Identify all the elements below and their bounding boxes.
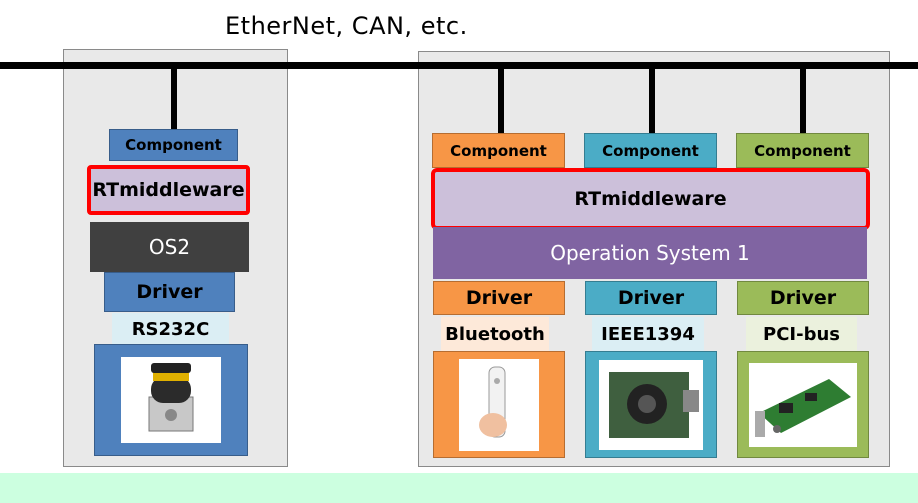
- left-driver-box: Driver: [104, 272, 235, 312]
- footer-band: [0, 473, 918, 503]
- right-driver-box-2: Driver: [585, 281, 717, 315]
- left-device-box: [94, 344, 248, 456]
- left-os-label: OS2: [148, 235, 191, 259]
- left-middleware-box: RTmiddleware: [87, 165, 250, 215]
- right-device-box-1: [433, 351, 565, 458]
- right-device-box-3: [737, 351, 869, 458]
- right-driver-label-2: Driver: [617, 287, 685, 309]
- right-os-label: Operation System 1: [550, 241, 750, 265]
- left-middleware-label: RTmiddleware: [92, 179, 245, 201]
- network-label: EtherNet, CAN, etc.: [225, 12, 468, 40]
- right-component-label-1: Component: [450, 141, 547, 160]
- right-driver-label-1: Driver: [465, 287, 533, 309]
- right-interface-label-3: PCI-bus: [763, 323, 840, 345]
- camera-board-icon: [599, 359, 703, 450]
- right-interface-box-3: PCI-bus: [746, 317, 857, 351]
- left-os-box: OS2: [90, 222, 249, 272]
- right-drop-line-2: [649, 62, 655, 134]
- right-component-box-1: Component: [432, 133, 565, 168]
- laser-range-finder-icon: [121, 357, 221, 443]
- right-interface-box-2: IEEE1394: [592, 317, 704, 351]
- network-bus-line: [0, 62, 918, 69]
- left-interface-label: RS232C: [131, 318, 210, 340]
- right-middleware-box: RTmiddleware: [431, 168, 870, 230]
- right-component-label-3: Component: [754, 141, 851, 160]
- right-driver-box-1: Driver: [433, 281, 565, 315]
- right-middleware-label: RTmiddleware: [574, 188, 727, 210]
- wii-remote-icon: [459, 358, 539, 451]
- left-component-box: Component: [109, 129, 238, 161]
- pci-card-icon: [749, 362, 857, 447]
- right-interface-label-2: IEEE1394: [601, 323, 695, 345]
- left-interface-box: RS232C: [112, 313, 229, 345]
- left-component-label: Component: [125, 136, 222, 154]
- left-driver-label: Driver: [136, 281, 203, 303]
- right-driver-box-3: Driver: [737, 281, 869, 315]
- right-drop-line-3: [800, 62, 806, 134]
- right-component-label-2: Component: [602, 141, 699, 160]
- right-os-box: Operation System 1: [433, 227, 867, 279]
- right-device-box-2: [585, 351, 717, 458]
- right-interface-box-1: Bluetooth: [441, 317, 549, 351]
- right-drop-line-1: [498, 62, 504, 134]
- right-component-box-3: Component: [736, 133, 869, 168]
- right-interface-label-1: Bluetooth: [445, 323, 545, 345]
- right-driver-label-3: Driver: [769, 287, 837, 309]
- left-drop-line: [171, 62, 177, 130]
- right-component-box-2: Component: [584, 133, 717, 168]
